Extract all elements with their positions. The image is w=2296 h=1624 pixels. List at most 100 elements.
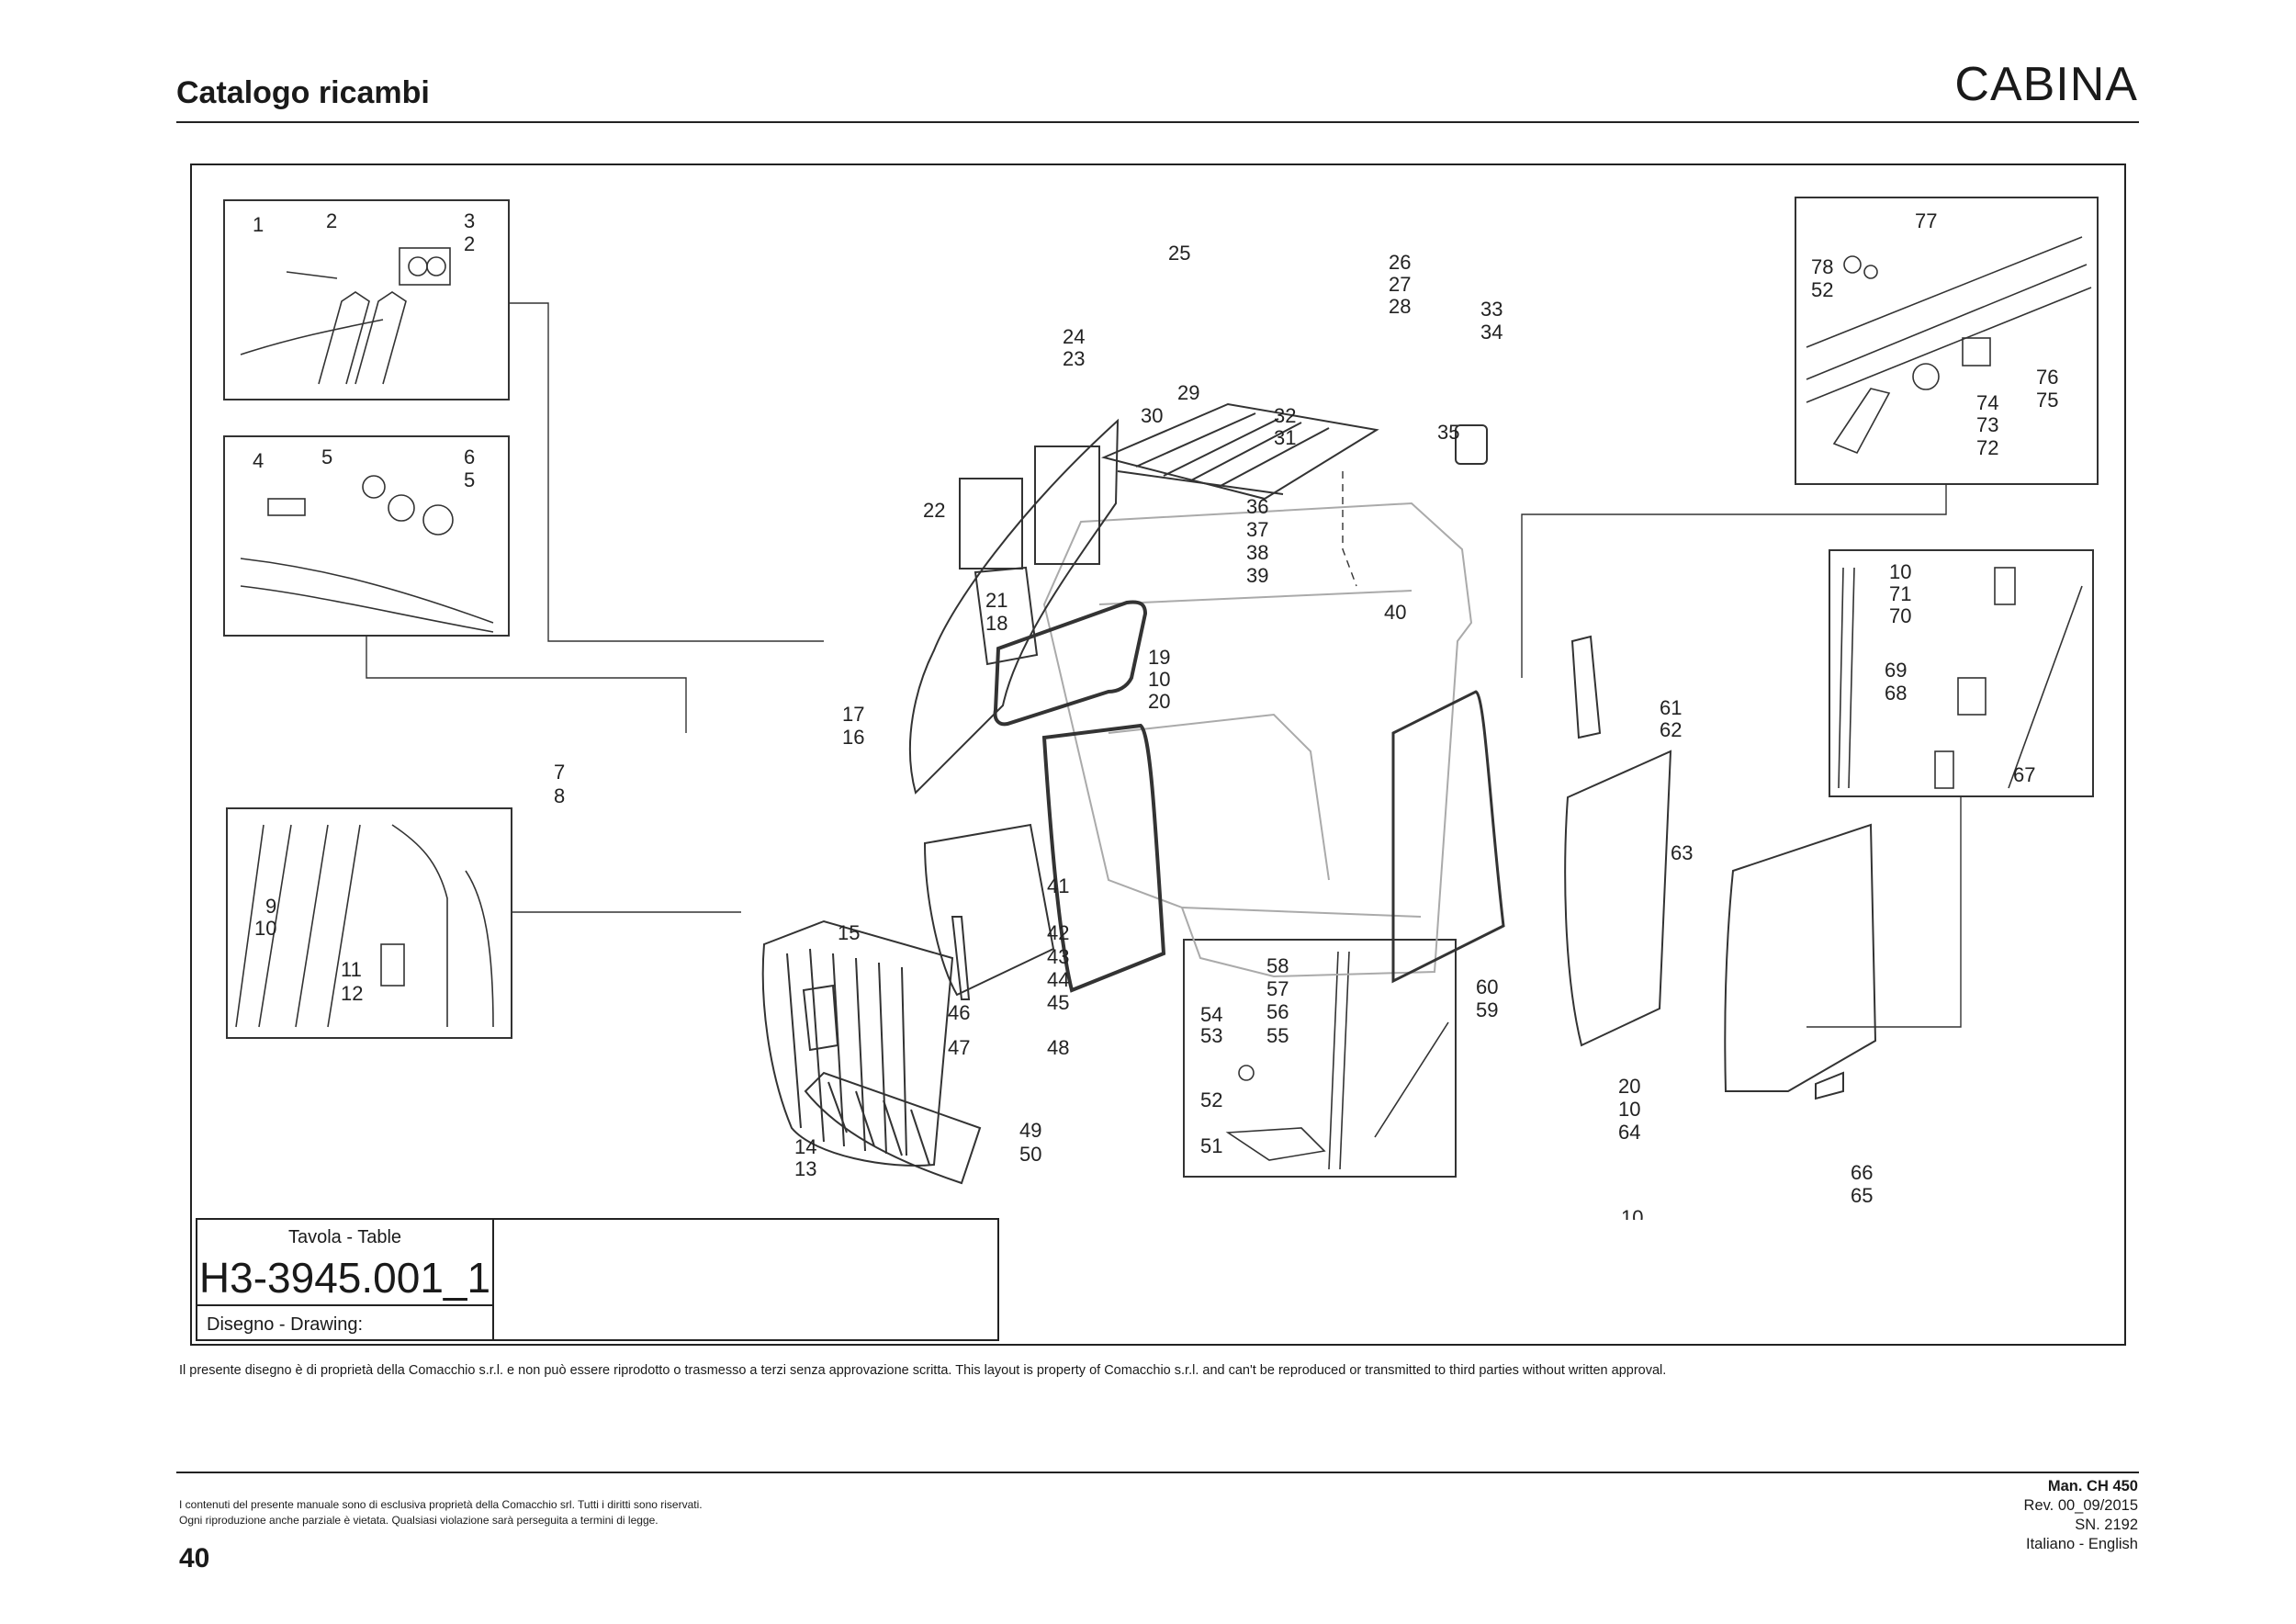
table-label: Tavola - Table — [287, 1227, 402, 1247]
callout-28: 28 — [1389, 295, 1411, 318]
callout-43: 43 — [1047, 945, 1069, 968]
callout-10: 10 — [254, 917, 276, 940]
front-windscreen — [923, 823, 1055, 997]
callout-34: 34 — [1480, 321, 1503, 344]
callout-68: 68 — [1885, 682, 1907, 705]
callout-30: 30 — [1141, 404, 1163, 427]
callout-17: 17 — [842, 703, 864, 726]
leader-inset4 — [1521, 484, 1947, 678]
callout-8: 8 — [554, 784, 565, 807]
callout-12: 12 — [341, 982, 363, 1005]
side-window-glass-small — [1570, 635, 1602, 739]
callout-40: 40 — [1384, 601, 1406, 624]
door-lock-sketch — [1838, 567, 2083, 789]
callout-54: 54 — [1200, 1003, 1222, 1026]
callout-29: 29 — [1177, 381, 1199, 404]
assembly-line-roof — [1342, 471, 1357, 587]
callout-56: 56 — [1266, 1000, 1289, 1023]
section-title: CABINA — [1954, 58, 2138, 111]
callout-2b: 2 — [464, 232, 475, 255]
callout-11: 11 — [341, 958, 362, 981]
door-handle-sketch — [1225, 951, 1449, 1170]
callout-10b: 10 — [1148, 668, 1170, 691]
callout-69: 69 — [1885, 659, 1907, 682]
callout-39: 39 — [1246, 564, 1268, 587]
side-mirror — [802, 984, 839, 1052]
table-number: H3-3945.001_1 — [198, 1254, 491, 1302]
callout-44: 44 — [1047, 968, 1069, 991]
callout-67: 67 — [2013, 763, 2035, 786]
windscreen-seal — [1041, 723, 1166, 993]
callout-41: 41 — [1047, 874, 1069, 897]
rear-door-handle — [1815, 1071, 1844, 1100]
callout-58: 58 — [1266, 954, 1289, 977]
callout-74: 74 — [1976, 391, 1998, 414]
callout-2: 2 — [326, 209, 337, 232]
callout-22: 22 — [923, 499, 945, 522]
callout-1: 1 — [253, 213, 264, 236]
legal-line-1: I contenuti del presente manuale sono di… — [179, 1498, 703, 1511]
callout-64: 64 — [1618, 1121, 1640, 1144]
callout-4: 4 — [253, 449, 264, 472]
callout-53: 53 — [1200, 1024, 1222, 1047]
callout-15: 15 — [838, 921, 860, 944]
exploded-parts-diagram: 1 2 3 2 4 5 6 5 9 10 11 12 7 8 14 13 17 … — [223, 197, 2099, 1220]
callout-33: 33 — [1480, 298, 1503, 321]
cabin-body — [1042, 502, 1473, 978]
door-glass-window-right — [1034, 445, 1100, 565]
callout-10e: 10 — [1889, 560, 1911, 583]
front-guard — [761, 919, 954, 1167]
callout-78: 78 — [1811, 255, 1833, 278]
manual-code: Man. CH 450 — [2047, 1478, 2138, 1494]
callout-36: 36 — [1246, 495, 1268, 518]
title-block: Tavola - Table H3-3945.001_1 Disegno - D… — [196, 1218, 999, 1341]
footer-divider — [176, 1472, 2139, 1473]
catalog-title: Catalogo ricambi — [176, 75, 430, 110]
part-callouts: 1 2 3 2 4 5 6 5 9 10 11 12 7 8 14 13 17 … — [253, 209, 2058, 1220]
callout-49: 49 — [1019, 1119, 1041, 1142]
callout-21: 21 — [985, 589, 1007, 612]
callout-31: 31 — [1274, 426, 1296, 449]
revision: Rev. 00_09/2015 — [2023, 1497, 2138, 1514]
legal-line-2: Ogni riproduzione anche parziale è vieta… — [179, 1514, 658, 1527]
callout-16: 16 — [842, 726, 864, 749]
callout-24: 24 — [1063, 325, 1085, 348]
callout-25: 25 — [1168, 242, 1190, 265]
callout-6: 6 — [464, 445, 475, 468]
window-seal — [993, 600, 1148, 727]
title-block-table-cell: Tavola - Table H3-3945.001_1 — [196, 1218, 494, 1306]
side-window-seal — [1391, 690, 1505, 984]
callout-66: 66 — [1851, 1161, 1873, 1184]
rotating-beacon — [1455, 424, 1488, 465]
title-block-drawing-cell: Disegno - Drawing: — [196, 1304, 494, 1341]
callout-37: 37 — [1246, 518, 1268, 541]
inset-box-hinge-upper — [223, 199, 510, 400]
callout-18: 18 — [985, 612, 1007, 635]
roof-guard — [1100, 402, 1379, 501]
callout-5b: 5 — [464, 468, 475, 491]
page-number: 40 — [179, 1543, 210, 1573]
callout-7: 7 — [554, 761, 565, 784]
hinge-upper-sketch — [240, 247, 451, 385]
callout-73: 73 — [1976, 413, 1998, 436]
copyright-notice: Il presente disegno è di proprietà della… — [179, 1363, 1667, 1378]
callout-52b: 52 — [1811, 278, 1833, 301]
callout-20: 20 — [1148, 690, 1170, 713]
callout-32: 32 — [1274, 404, 1296, 427]
callout-76: 76 — [2036, 366, 2058, 389]
callout-26: 26 — [1389, 251, 1411, 274]
hinge-lower-sketch — [240, 475, 494, 633]
callout-71: 71 — [1889, 582, 1911, 605]
callout-61: 61 — [1660, 696, 1682, 719]
callout-70: 70 — [1889, 604, 1911, 627]
languages: Italiano - English — [2026, 1536, 2138, 1552]
callout-9: 9 — [265, 895, 276, 918]
inset-box-door-lock — [1829, 549, 2094, 797]
callout-19: 19 — [1148, 646, 1170, 669]
callout-57: 57 — [1266, 977, 1289, 1000]
callout-60: 60 — [1476, 976, 1498, 998]
callout-63: 63 — [1671, 841, 1693, 864]
callout-10c: 10 — [1618, 1098, 1640, 1121]
footer-legal: I contenuti del presente manuale sono di… — [179, 1497, 703, 1528]
callout-46: 46 — [948, 1001, 970, 1024]
